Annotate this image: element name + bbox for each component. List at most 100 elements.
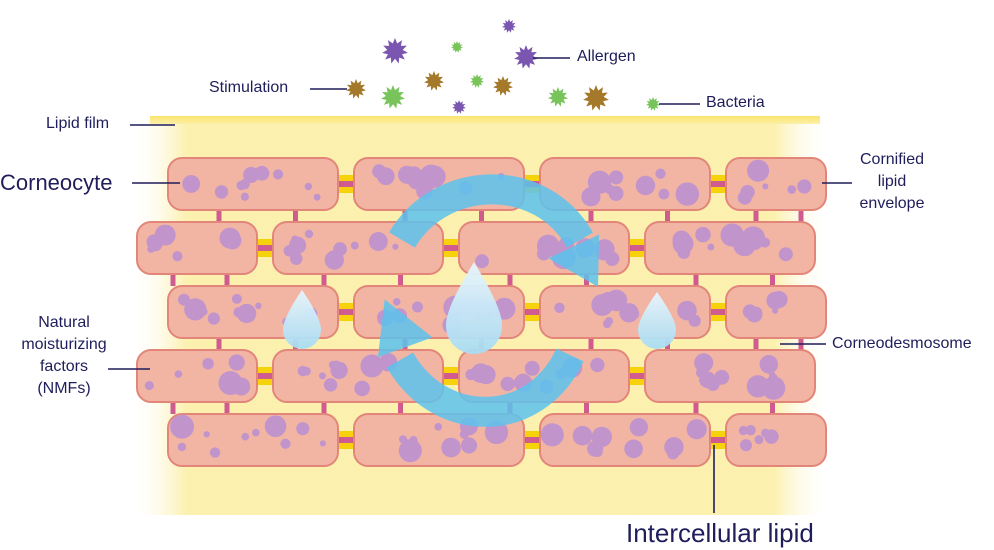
nmf-dot [434, 422, 443, 431]
nmf-dot [604, 184, 615, 195]
nmf-dot [423, 165, 446, 188]
nmf-dot [746, 375, 770, 398]
nmf-dot [172, 251, 183, 262]
nmf-dot [412, 301, 423, 313]
bacteria-icon [451, 41, 463, 53]
intercellular-lipid-label: Intercellular lipid [626, 518, 814, 548]
nmf-dot [243, 166, 260, 183]
nmf-dot [465, 369, 477, 381]
nmf-dot [587, 440, 604, 457]
allergen-icon [452, 100, 466, 114]
nmf-dot [202, 357, 214, 370]
nmf-dot [264, 415, 287, 438]
corneocyte-cell [167, 413, 339, 467]
nmf-dot [304, 182, 313, 191]
corneocyte-label: Corneocyte [0, 170, 113, 195]
corneocyte-cell [167, 157, 339, 211]
water-drop-icon [446, 262, 502, 354]
corneocyte-group [136, 157, 827, 467]
nmf-dot [360, 354, 384, 378]
nmf-dot [590, 357, 605, 373]
nmf-dot [596, 176, 603, 184]
bacteria-label: Bacteria [706, 94, 765, 111]
allergen-label: Allergen [577, 48, 636, 65]
nmf-dot [409, 435, 418, 445]
intercellular-lipid-core [627, 245, 647, 251]
nmf-dot [475, 254, 489, 269]
nmf-dot [747, 159, 770, 182]
nmf-dot [240, 192, 249, 201]
nmf-dot [658, 188, 670, 200]
nmf-dot [768, 373, 778, 383]
nmf-dot [772, 307, 779, 314]
intercellular-lipid-core [255, 373, 275, 379]
nmf-dot [283, 245, 296, 257]
nmf-dot [354, 380, 370, 397]
nmf-dot [699, 371, 716, 388]
nmf-dot [664, 437, 684, 457]
cornified-label-line-1: Cornified [859, 151, 925, 168]
nmf-dot [291, 235, 299, 243]
nmf-dot [252, 428, 260, 437]
nmf-dot [290, 252, 303, 265]
nmf-dot [762, 183, 769, 190]
nmf-label-line-1: Natural [38, 314, 90, 331]
nmf-dot [624, 439, 643, 459]
nmf-dot [219, 227, 241, 249]
nmf-dot [392, 243, 399, 250]
nmf-dot [554, 302, 565, 314]
nmf-dot [766, 291, 785, 310]
nmf-label-line-3: factors [39, 358, 88, 375]
nmf-dot [296, 422, 310, 436]
intercellular-lipid-core [441, 245, 461, 251]
nmf-dot [184, 298, 207, 321]
nmf-dot [738, 425, 748, 436]
cornified-label-line-3: envelope [859, 195, 925, 212]
nmf-dot [236, 303, 257, 324]
bacteria-icon [646, 97, 660, 111]
nmf-label-line-2: moisturizing [21, 336, 107, 353]
nmf-dot [686, 419, 707, 440]
nmf-dot [174, 370, 183, 378]
nmf-dot [241, 432, 250, 441]
nmf-dot [759, 355, 779, 374]
nmf-dot [591, 293, 614, 316]
stimulation-icon [583, 85, 609, 111]
nmf-dot [203, 431, 210, 438]
nmf-dot [581, 187, 601, 207]
nmf-dot [536, 246, 551, 261]
nmf-dot [182, 175, 201, 193]
nmf-dot [368, 232, 388, 251]
nmf-dot [392, 297, 401, 306]
nmf-dot [694, 353, 714, 373]
nmf-dot [787, 185, 797, 194]
leader-lines [108, 57, 852, 513]
cornified-label-line-2: lipid [877, 173, 907, 190]
nmf-dot [733, 233, 756, 257]
nmf-dot [144, 381, 154, 391]
nmf-dot [170, 414, 195, 439]
nmf-dot [228, 354, 245, 371]
cornified-lipid-envelope-label: Cornified lipid envelope [852, 149, 932, 215]
nmf-dot [609, 170, 624, 185]
nmf-dot [470, 363, 491, 383]
intercellular-lipid-core [336, 437, 356, 443]
lipid-film-label: Lipid film [46, 115, 110, 132]
nmf-dot [272, 169, 284, 180]
nmf-dot [629, 418, 649, 437]
lipid-film-top [150, 116, 820, 124]
nmf-dot [672, 233, 694, 255]
corneocyte-cell [644, 349, 816, 403]
nmf-dot [304, 229, 314, 239]
nmf-dot [255, 302, 262, 310]
nmf-dot [675, 182, 700, 206]
intercellular-lipid-core [708, 437, 728, 443]
nmf-dot [572, 425, 593, 446]
nmf-dot [302, 366, 311, 376]
bacteria-icon [381, 85, 405, 109]
nmf-label-line-4: (NMFs) [37, 380, 91, 397]
nmf-dot [459, 429, 469, 439]
nmf-dot [707, 243, 715, 251]
nmf-dot [695, 226, 711, 243]
